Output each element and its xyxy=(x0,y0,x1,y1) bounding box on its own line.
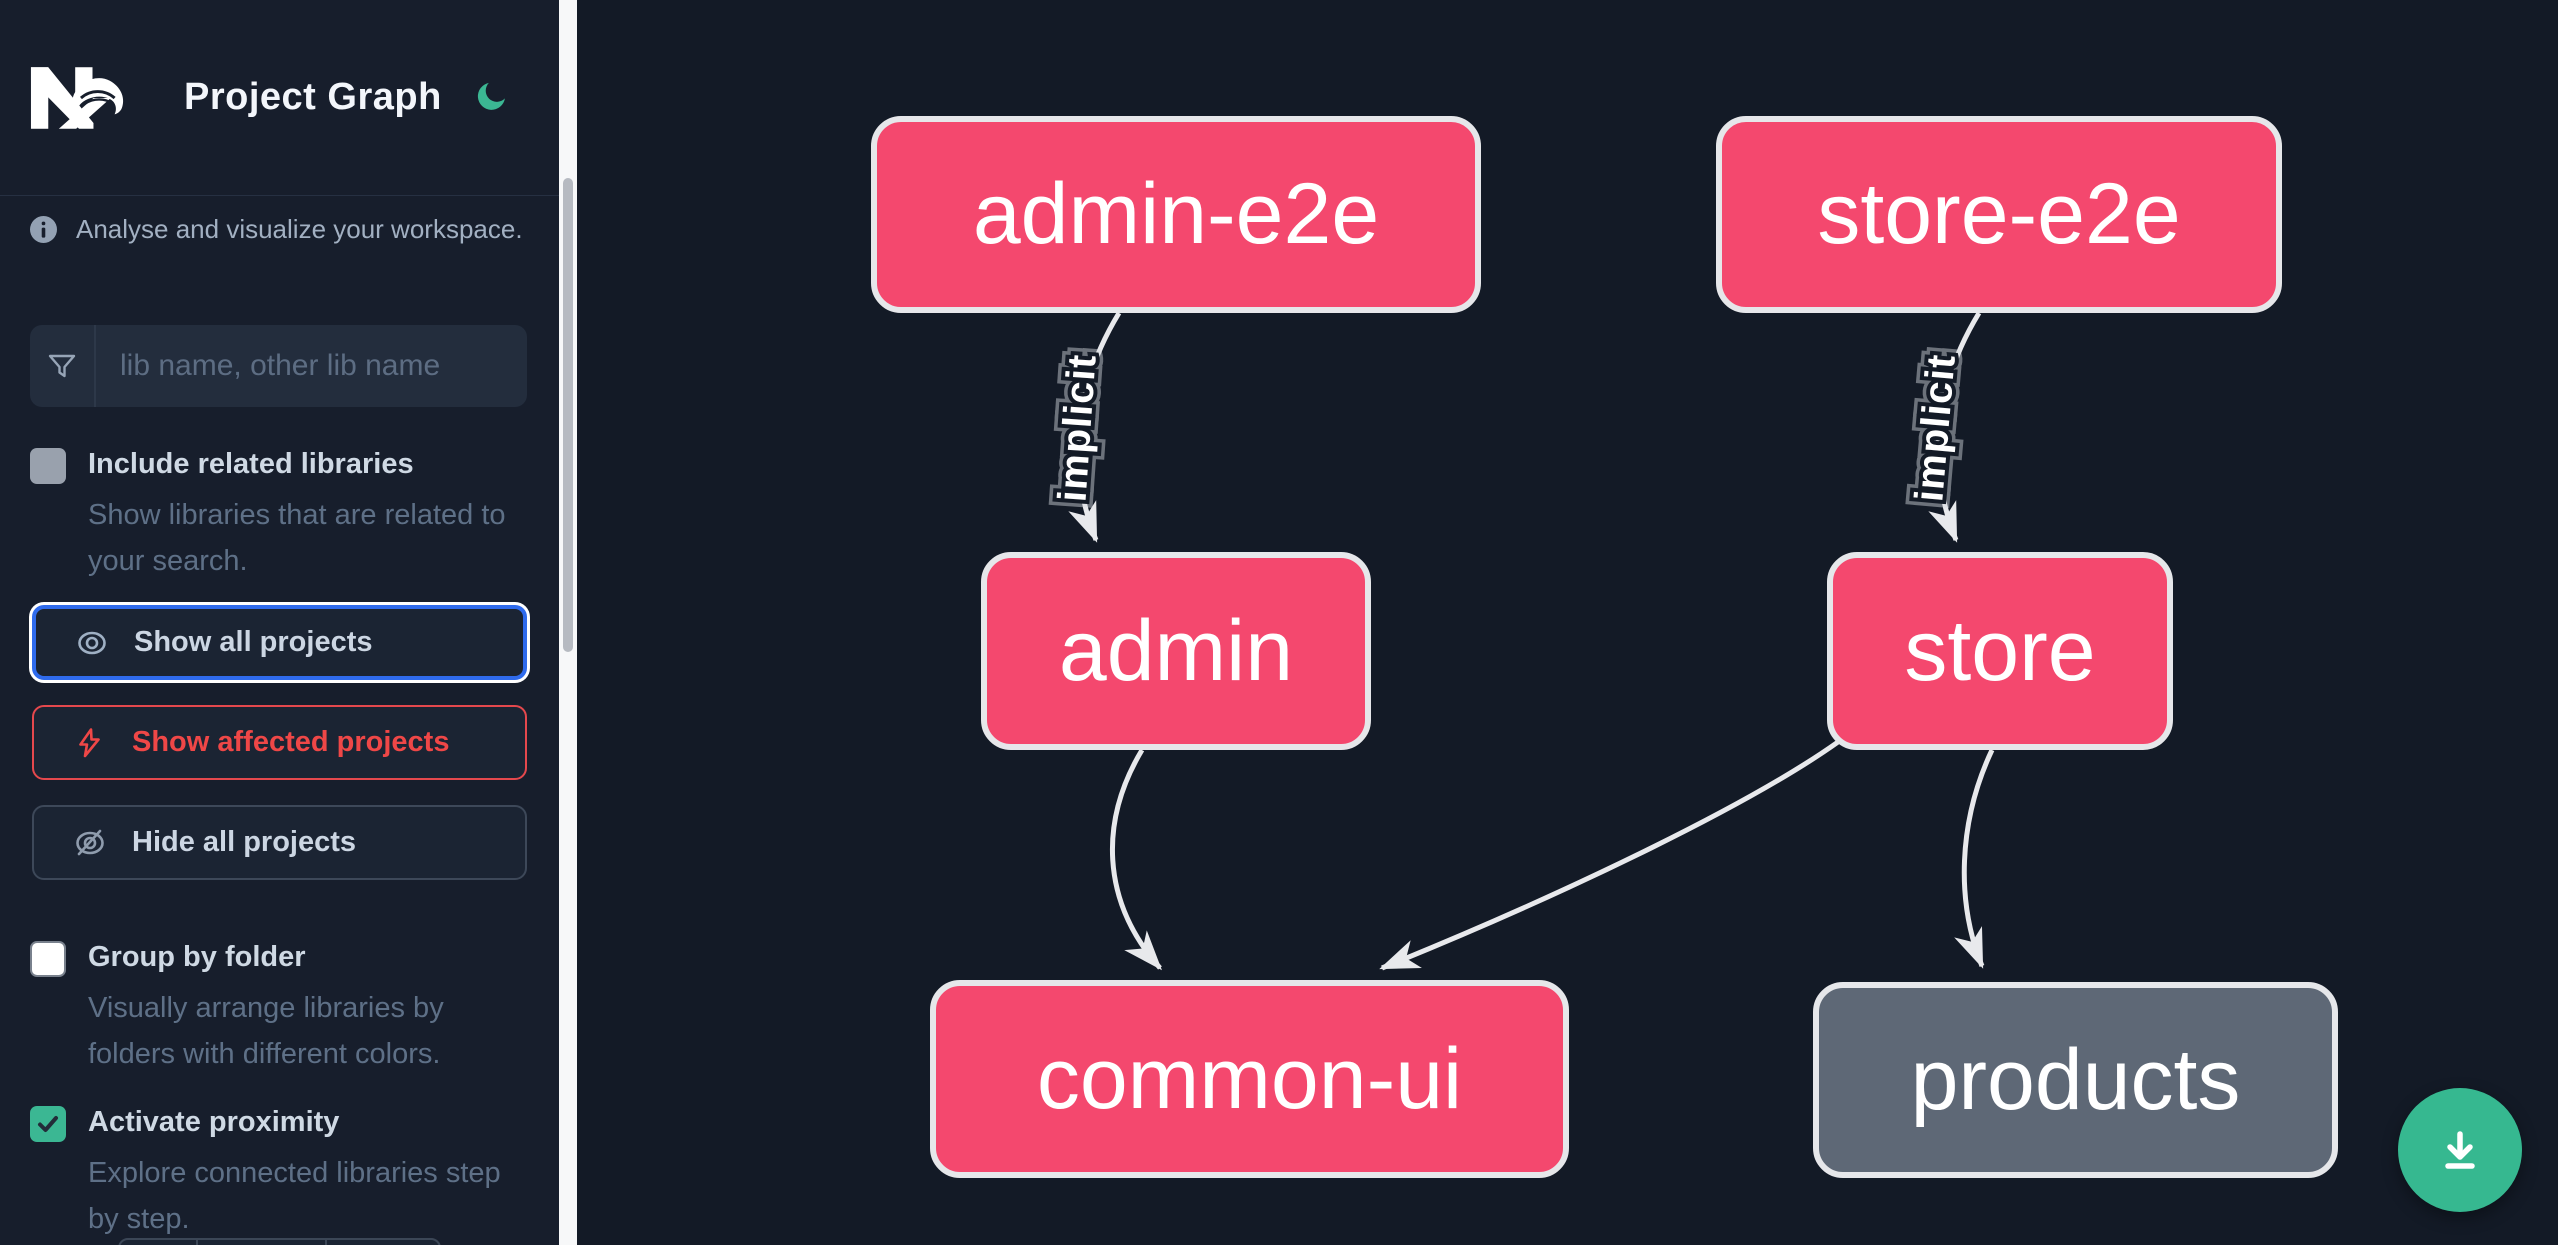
toggle-include-related-libraries: Include related libraries Show libraries… xyxy=(30,446,518,584)
project-node-common-ui[interactable]: common-ui xyxy=(930,980,1569,1178)
sidebar-content: Project Graph Analyse and visualize your… xyxy=(0,0,559,1245)
info-icon xyxy=(30,216,57,243)
workspace-info-text: Analyse and visualize your workspace. xyxy=(76,214,523,244)
toggle-activate-proximity: Activate proximity Explore connected lib… xyxy=(30,1104,518,1242)
show-affected-projects-button[interactable]: Show affected projects xyxy=(32,705,527,780)
depth-value-segment xyxy=(198,1240,327,1245)
toggle-label: Include related libraries xyxy=(88,448,414,480)
sidebar-header: Project Graph xyxy=(0,0,559,196)
download-image-button[interactable] xyxy=(2398,1088,2522,1212)
nx-logo xyxy=(30,66,124,129)
sidebar-scrollbar-thumb[interactable] xyxy=(563,178,573,652)
funnel-icon xyxy=(30,325,96,407)
depth-decrement-segment[interactable] xyxy=(120,1240,198,1245)
search-input[interactable] xyxy=(96,325,527,407)
eye-off-icon xyxy=(76,829,104,855)
project-node-store-e2e[interactable]: store-e2e xyxy=(1716,116,2282,313)
eye-icon xyxy=(78,631,106,654)
show-all-projects-button[interactable]: Show all projects xyxy=(32,605,527,680)
edge-store-e2e-store[interactable] xyxy=(1928,311,1982,543)
bolt-icon xyxy=(79,727,100,757)
search-box xyxy=(30,325,527,407)
button-label: Show affected projects xyxy=(132,726,450,758)
toggle-description: Explore connected libraries step by step… xyxy=(88,1157,501,1235)
checkbox-group-by-folder[interactable] xyxy=(30,941,66,977)
toggle-label: Group by folder xyxy=(88,941,306,973)
button-label: Hide all projects xyxy=(132,826,357,858)
edge-admin-common-ui[interactable] xyxy=(1109,748,1162,971)
project-node-products[interactable]: products xyxy=(1813,982,2338,1178)
hide-all-projects-button[interactable]: Hide all projects xyxy=(32,805,527,880)
edge-label-implicit-left: implicit implicit implicit xyxy=(1043,345,1112,511)
project-node-admin[interactable]: admin xyxy=(981,552,1371,750)
moon-icon[interactable] xyxy=(475,81,505,115)
edge-admin-e2e-admin[interactable] xyxy=(1068,311,1122,543)
checkbox-activate-proximity[interactable] xyxy=(30,1106,66,1142)
checkbox-include-related[interactable] xyxy=(30,448,66,484)
svg-text:implicit: implicit xyxy=(1907,352,1964,503)
check-icon xyxy=(38,1116,58,1132)
svg-text:implicit: implicit xyxy=(1050,352,1104,503)
proximity-depth-control[interactable] xyxy=(118,1238,441,1245)
edge-store-products[interactable] xyxy=(1954,748,1995,969)
button-label: Show all projects xyxy=(134,626,373,658)
download-icon xyxy=(2445,1131,2475,1169)
workspace-info-row: Analyse and visualize your workspace. xyxy=(30,214,523,245)
project-node-admin-e2e[interactable]: admin-e2e xyxy=(871,116,1481,313)
sidebar-scrollbar-track[interactable] xyxy=(559,0,577,1245)
toggle-description: Show libraries that are related to your … xyxy=(88,499,506,577)
toggle-description: Visually arrange libraries by folders wi… xyxy=(88,992,444,1070)
toggle-label: Activate proximity xyxy=(88,1106,340,1138)
sidebar: Project Graph Analyse and visualize your… xyxy=(0,0,577,1245)
page-title: Project Graph xyxy=(184,76,442,118)
edge-label-implicit-right: implicit implicit implicit xyxy=(1900,345,1972,511)
toggle-group-by-folder: Group by folder Visually arrange librari… xyxy=(30,939,518,1077)
depth-increment-segment[interactable] xyxy=(327,1240,439,1245)
project-node-store[interactable]: store xyxy=(1827,552,2173,750)
edge-store-common-ui[interactable] xyxy=(1379,739,1840,971)
